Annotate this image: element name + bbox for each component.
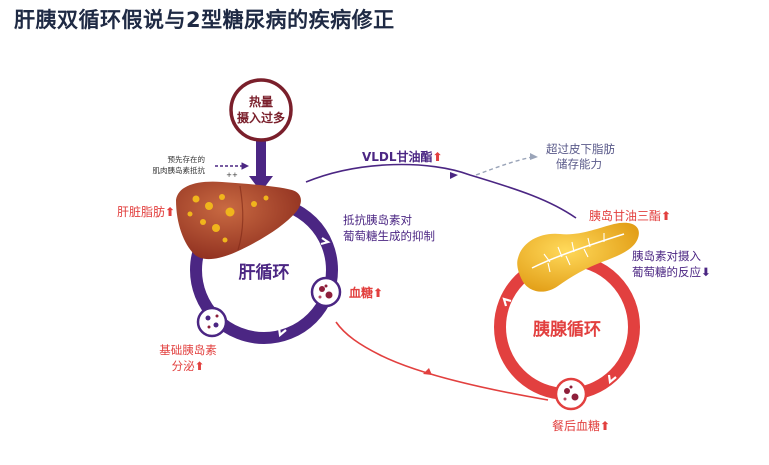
- page-title: 肝胰双循环假说与2型糖尿病的疾病修正: [14, 8, 395, 32]
- arrow-head: [423, 368, 432, 375]
- ring-chevron: [502, 297, 512, 307]
- calorie-intake-node: [229, 78, 293, 192]
- basal-insulin-line2: 分泌⬆: [172, 359, 205, 373]
- vldl-arrow: [305, 163, 577, 219]
- blood-glucose-marker: [310, 276, 342, 308]
- vldl-label: VLDL甘油酯⬆: [362, 149, 443, 164]
- response-label-line1: 胰岛素对摄入: [632, 249, 701, 263]
- pre-resistance-line2: 肌肉胰岛素抵抗: [153, 165, 206, 175]
- liver-cycle-label: 肝循环: [239, 262, 290, 283]
- resistance-label-line2: 葡萄糖生成的抑制: [343, 229, 435, 243]
- ring-chevron: [320, 237, 331, 246]
- overflow-dashed-arrow: [475, 156, 533, 176]
- blood-glucose-label: 血糖⬆: [349, 285, 383, 300]
- overflow-label-line1: 超过皮下脂肪: [546, 142, 615, 156]
- ring-chevron: [277, 327, 287, 338]
- fatty-liver-label: 肝脏脂肪⬆: [117, 204, 175, 219]
- plus-marker: ++: [226, 171, 238, 179]
- ring-chevron: [607, 374, 617, 385]
- basal-insulin-marker: [196, 306, 228, 338]
- pancreas-cycle-label: 胰腺循环: [533, 319, 601, 340]
- response-label-line2: 葡萄糖的反应⬇: [632, 265, 711, 279]
- resistance-label-line1: 抵抗胰岛素对: [343, 213, 412, 227]
- arrow-head: [530, 153, 538, 160]
- liver-icon: [176, 181, 301, 260]
- return-arrow: [335, 321, 549, 401]
- down-arrow-icon: [249, 176, 273, 192]
- arrow-head: [450, 172, 458, 179]
- basal-insulin-line1: 基础胰岛素: [159, 343, 217, 357]
- pancreas-tg-label: 胰岛甘油三酯⬆: [589, 208, 671, 223]
- calorie-label-line1: 热量: [249, 94, 273, 109]
- overflow-label-line2: 储存能力: [556, 157, 602, 171]
- postprandial-glucose-marker: [554, 377, 588, 411]
- pancreas-icon: [517, 222, 639, 292]
- calorie-label-line2: 摄入过多: [237, 110, 285, 125]
- postprandial-label: 餐后血糖⬆: [552, 418, 610, 433]
- pre-resistance-line1: 预先存在的: [168, 154, 206, 164]
